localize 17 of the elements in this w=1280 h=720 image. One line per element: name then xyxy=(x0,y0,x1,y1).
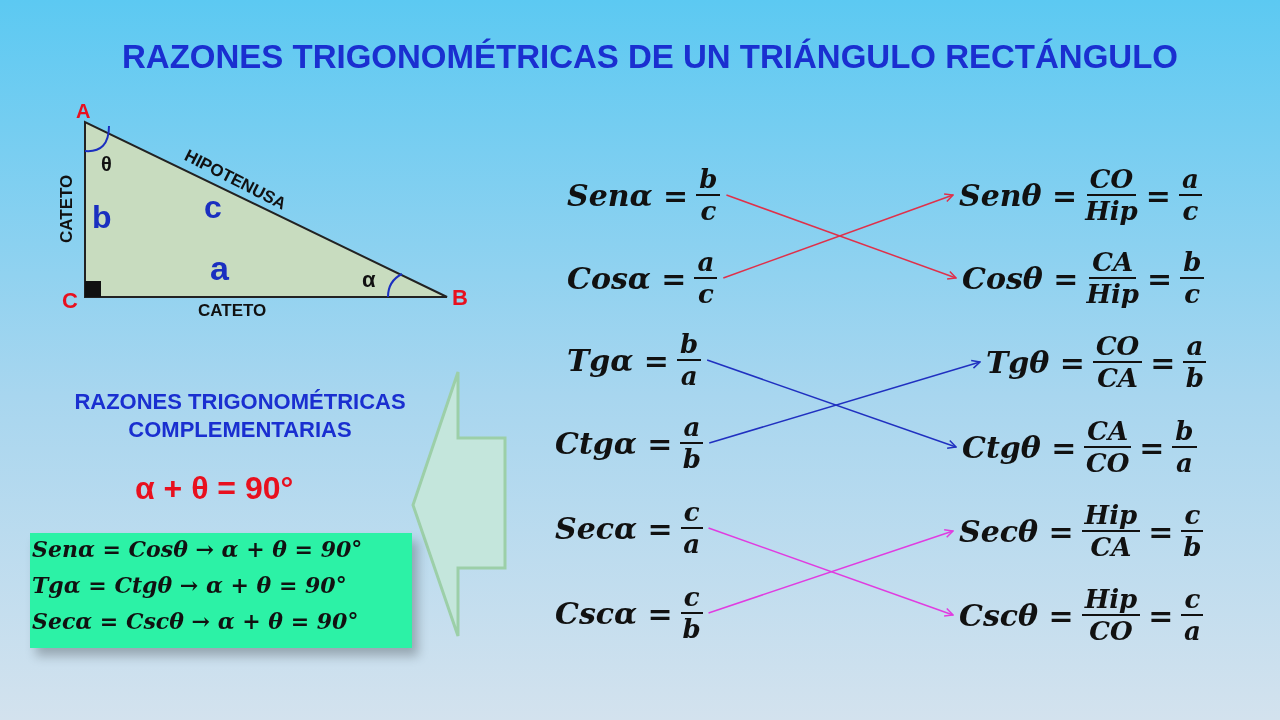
formula: Senα = Cosθ → α + θ = 90° xyxy=(32,536,363,562)
formula-panel xyxy=(30,533,412,648)
vertex-label: A xyxy=(76,100,91,123)
side-label: a xyxy=(210,249,229,288)
formula: α + θ = 90° xyxy=(135,470,294,507)
formula: Secα = Cscθ → α + θ = 90° xyxy=(32,608,359,634)
side-label: b xyxy=(92,199,112,236)
angle-label: α xyxy=(362,267,376,293)
vertex-label: B xyxy=(452,285,468,311)
right-triangle xyxy=(84,121,449,299)
subtitle: RAZONES TRIGONOMÉTRICAS COMPLEMENTARIAS xyxy=(73,388,407,444)
side-name: CATETO xyxy=(57,174,77,243)
vertex-label: C xyxy=(62,288,78,314)
side-name: CATETO xyxy=(198,301,267,321)
formula: Tgα = Ctgθ → α + θ = 90° xyxy=(32,572,347,598)
title: RAZONES TRIGONOMÉTRICAS DE UN TRIÁNGULO RECTÁNGULO xyxy=(121,38,1179,76)
angle-label: θ xyxy=(101,153,112,176)
